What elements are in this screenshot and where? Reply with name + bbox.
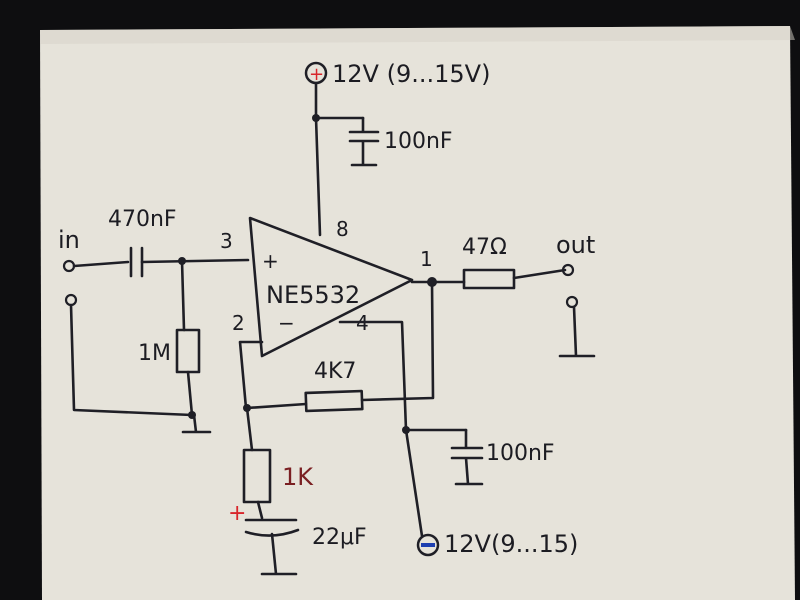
resistor-4k7-body: [304, 389, 364, 413]
output-terminal-ground: [565, 295, 579, 309]
cap-22uf-plus-sign: +: [228, 501, 246, 526]
supply-neg-label: 12V(9...15): [444, 530, 578, 558]
paper-sheet: [40, 26, 795, 600]
pin2-label: 2: [232, 311, 245, 335]
input-label: in: [58, 226, 80, 254]
wire-1k-to-cap: [256, 500, 264, 520]
ground-symbol-input: [181, 413, 212, 434]
resistor-1m-label: 1M: [138, 341, 171, 366]
opamp-minus-sign: −: [278, 311, 295, 335]
wire-input-ground: [69, 303, 194, 417]
wire-r47-to-out: [512, 268, 567, 280]
wire-1m-to-ground: [186, 370, 194, 417]
pin1-label: 1: [420, 247, 433, 271]
cap-decouple-top-symbol: [348, 116, 380, 167]
cap-decouple-bottom-label: 100nF: [486, 441, 555, 466]
wire-pin4: [338, 320, 408, 432]
paper-shadow: [40, 26, 795, 44]
wire-minus-input: [238, 340, 264, 410]
resistor-1k-label: 1K: [282, 463, 314, 491]
opamp-triangle: [248, 216, 414, 358]
wire-cap-to-plus: [140, 258, 250, 264]
ground-symbol-output: [558, 305, 596, 358]
resistor-47-label: 47Ω: [462, 235, 507, 260]
supply-pos-label: 12V (9...15V): [332, 60, 490, 88]
opamp-label: NE5532: [266, 281, 360, 309]
wire-vee-down: [404, 428, 424, 538]
output-terminal-signal: [561, 263, 575, 277]
pin8-label: 8: [336, 217, 349, 241]
output-label: out: [556, 231, 595, 259]
supply-pos-plus-sign: +: [309, 64, 324, 85]
wire-minus-to-1k: [245, 406, 254, 452]
supply-neg-terminal: [416, 533, 440, 557]
cap-22uf-label: 22μF: [312, 525, 367, 550]
cap-decouple-bottom-symbol: [450, 428, 484, 486]
pin3-label: 3: [220, 229, 233, 253]
cap-input-label: 470nF: [108, 207, 177, 232]
wire-4k7-to-minus: [245, 402, 308, 410]
ground-symbol-22uf: [260, 532, 298, 576]
opamp-plus-sign: +: [262, 249, 279, 273]
cap-decouple-top-label: 100nF: [384, 129, 453, 154]
wire-plus-to-1m: [180, 259, 186, 332]
resistor-4k7-label: 4K7: [314, 359, 356, 384]
wire-output-feedback: [360, 280, 435, 402]
wire-in-to-cap: [72, 260, 130, 268]
